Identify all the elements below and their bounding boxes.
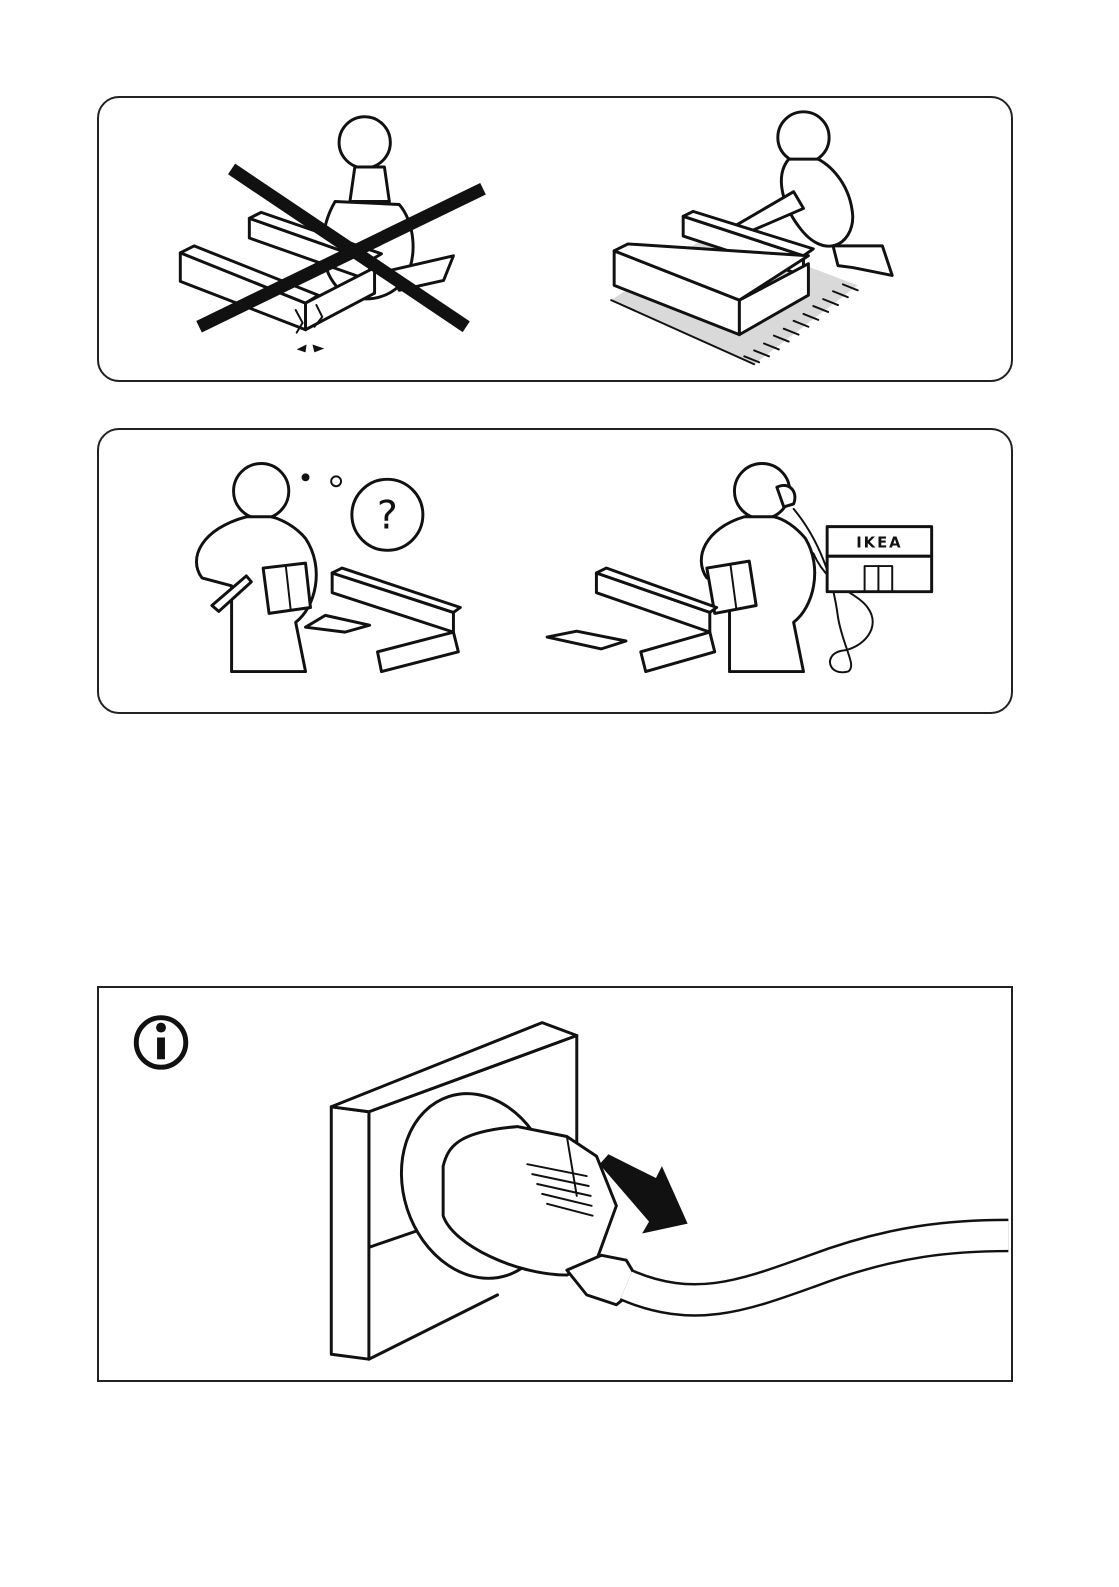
panel-floor-protection	[97, 96, 1013, 382]
confused-person-illustration: ?	[196, 464, 460, 672]
info-icon	[136, 1018, 185, 1067]
person-head	[339, 117, 390, 168]
help-illustrations: ? IKEA	[99, 430, 1011, 712]
right-assembly-illustration	[611, 112, 892, 364]
store-sign-label: IKEA	[856, 534, 902, 551]
person-leg	[833, 246, 892, 276]
ikea-store-sign: IKEA	[827, 527, 932, 592]
panel-unplug-info	[97, 986, 1013, 1382]
question-icon: ?	[352, 479, 423, 550]
person-head	[234, 464, 289, 519]
power-cable	[626, 1235, 1008, 1299]
wrong-assembly-illustration	[180, 117, 483, 353]
unplug-illustration	[99, 988, 1011, 1380]
person-head	[778, 112, 829, 163]
wall-block-front	[331, 1107, 369, 1359]
calling-person-illustration: IKEA	[547, 464, 932, 673]
svg-text:?: ?	[377, 493, 398, 539]
panel-get-help: ? IKEA	[97, 428, 1013, 714]
floor-illustrations	[99, 98, 1011, 380]
